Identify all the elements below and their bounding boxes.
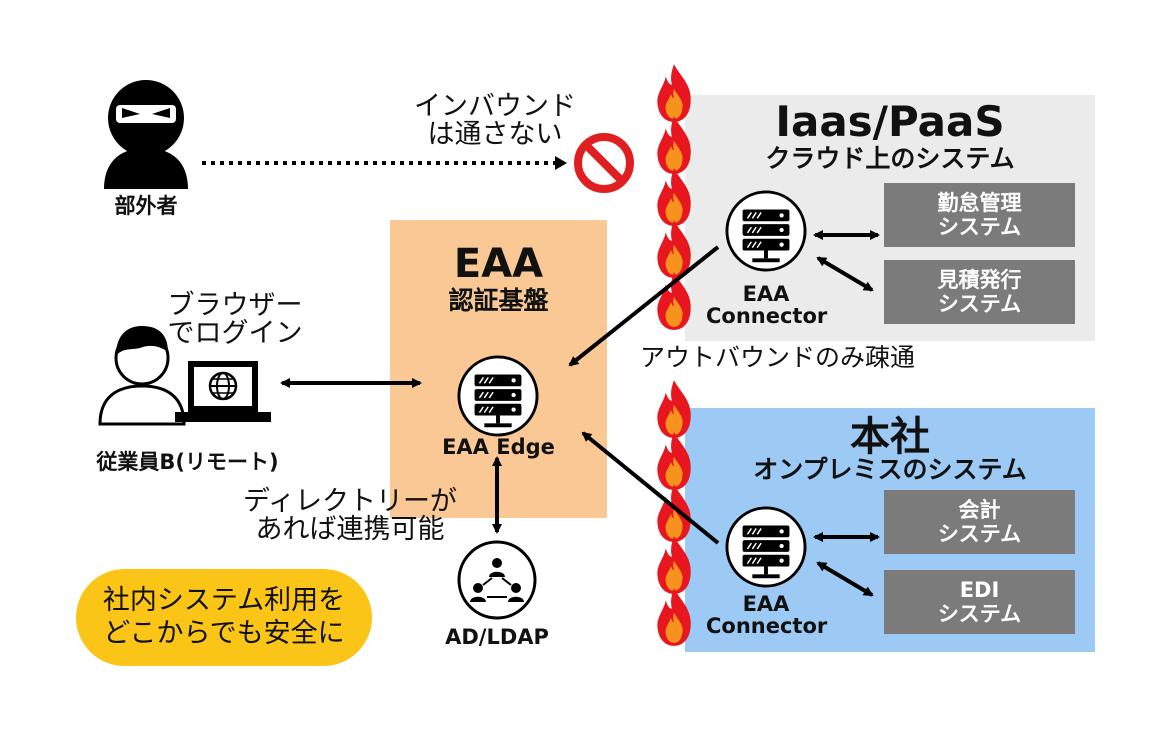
system-accounting-box: 会計 システム — [884, 490, 1075, 554]
system-estimate-line2: システム — [937, 292, 1022, 316]
hq-connector-line1: EAA — [742, 592, 790, 616]
directory-label: AD/LDAP — [445, 625, 549, 649]
eaa-edge-server-icon — [457, 355, 539, 437]
cloud-subtitle: クラウド上のシステム — [765, 144, 1015, 173]
browser-login-line1: ブラウザー — [167, 290, 303, 321]
hq-connector-server-icon — [725, 506, 807, 588]
laptop-icon — [175, 361, 271, 422]
hq-connector-label: EAA Connector — [706, 592, 828, 639]
hq-system2-arrow — [816, 561, 874, 597]
system-attendance-box: 勤怠管理 システム — [884, 183, 1075, 247]
system-attendance-line2: システム — [937, 215, 1022, 239]
remote-user-label: 従業員B(リモート) — [96, 450, 279, 474]
system-accounting-line1: 会計 — [958, 497, 1001, 522]
browser-login-note: ブラウザー でログイン — [145, 290, 325, 350]
summary-callout-line2: どこからでも安全に — [103, 617, 345, 649]
cloud-system2-arrow — [816, 256, 874, 292]
inbound-note-line1: インバウンド — [414, 91, 576, 122]
cloud-connector-line1: EAA — [742, 282, 790, 306]
hq-outbound-arrow — [581, 431, 720, 545]
directory-note-line2: あれば連携可能 — [255, 514, 445, 546]
hq-subtitle: オンプレミスのシステム — [753, 455, 1027, 484]
inbound-note: インバウンド は通さない — [395, 91, 595, 151]
system-estimate-box: 見積発行 システム — [884, 260, 1075, 324]
summary-callout-line1: 社内システム利用を — [102, 585, 346, 617]
system-estimate-line1: 見積発行 — [937, 267, 1022, 292]
system-edi-line1: EDI — [959, 577, 1000, 602]
cloud-connector-line2: Connector — [706, 304, 828, 329]
directory-note-line1: ディレクトリーが — [242, 486, 458, 517]
system-edi-line2: システム — [937, 602, 1022, 626]
cloud-connector-server-icon — [725, 190, 807, 272]
cloud-title: Iaas/PaaS — [775, 97, 1005, 146]
prohibited-icon — [574, 133, 634, 193]
eaa-edge-label: EAA Edge — [442, 435, 555, 459]
hq-connector-line2: Connector — [706, 614, 828, 639]
directory-icon — [457, 540, 537, 620]
system-edi-box: EDI システム — [884, 570, 1075, 634]
headquarters-firewall — [657, 380, 691, 646]
system-attendance-line1: 勤怠管理 — [937, 190, 1022, 215]
hq-title: 本社 — [850, 414, 930, 460]
cloud-connector-label: EAA Connector — [706, 282, 828, 329]
remote-user-icon — [98, 326, 186, 426]
summary-callout: 社内システム利用を どこからでも安全に — [76, 569, 372, 666]
cloud-outbound-arrow — [568, 245, 720, 367]
eaa-title: EAA — [453, 241, 544, 287]
browser-login-line2: でログイン — [167, 318, 303, 350]
outbound-note: アウトバウンドのみ疎通 — [639, 343, 915, 372]
system-accounting-line2: システム — [937, 522, 1022, 546]
outsider-label: 部外者 — [114, 194, 178, 218]
inbound-note-line2: は通さない — [427, 119, 563, 151]
directory-note: ディレクトリーが あれば連携可能 — [230, 486, 470, 546]
eaa-subtitle: 認証基盤 — [448, 286, 549, 315]
outsider-icon — [104, 80, 188, 189]
